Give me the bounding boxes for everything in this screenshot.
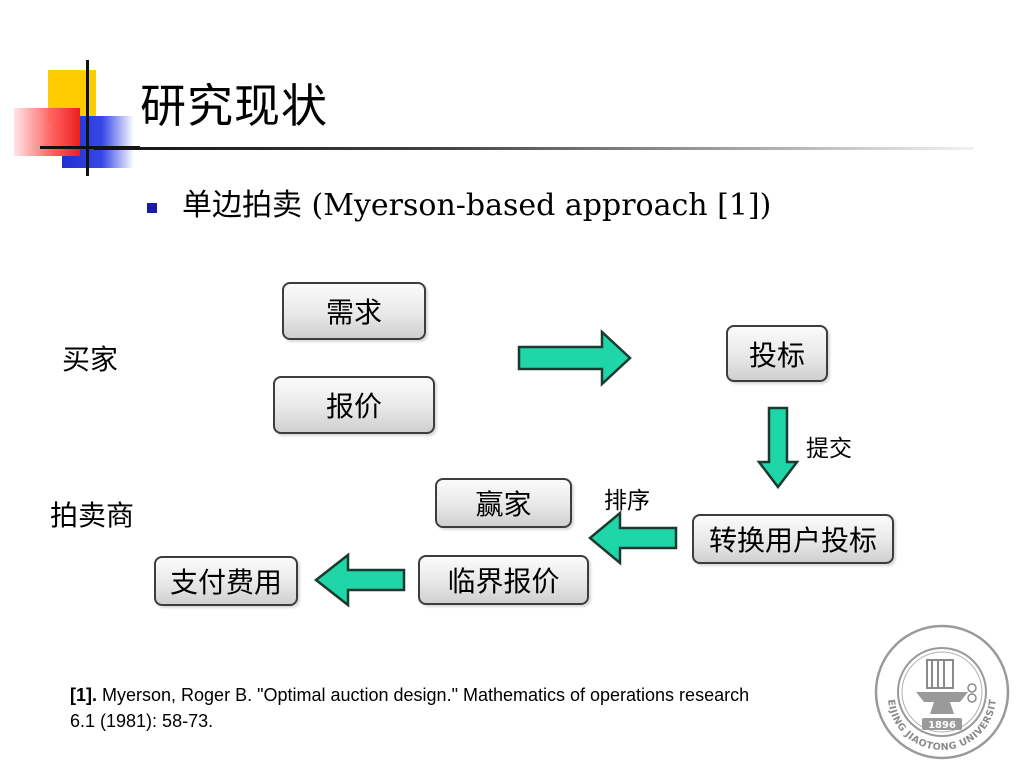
university-seal-icon: 1896 BEIJING JIAOTONG UNIVERSITY xyxy=(872,622,1010,760)
box-convert-bid: 转换用户投标 xyxy=(692,514,894,564)
arrow-left-pay xyxy=(313,552,406,608)
bullet-text: 单边拍卖 (Myerson-based approach [1]) xyxy=(182,188,772,223)
role-auctioneer-label: 拍卖商 xyxy=(50,499,135,532)
box-price: 报价 xyxy=(273,376,435,434)
logo-vertical-line xyxy=(86,60,89,176)
arrow-right xyxy=(517,329,632,387)
box-winner: 赢家 xyxy=(435,478,572,528)
edge-label-submit: 提交 xyxy=(806,436,852,462)
footnote: [1]. Myerson, Roger B. "Optimal auction … xyxy=(70,682,900,734)
logo-horizontal-line xyxy=(40,146,140,149)
role-buyer-label: 买家 xyxy=(62,343,119,376)
footnote-ref-number: [1]. xyxy=(70,685,97,705)
box-pay: 支付费用 xyxy=(154,556,298,606)
arrow-left-sort xyxy=(588,510,678,566)
edge-label-sort: 排序 xyxy=(604,488,650,514)
box-critical-price: 临界报价 xyxy=(418,555,589,605)
arrow-down xyxy=(756,406,800,490)
footnote-text-line1: Myerson, Roger B. "Optimal auction desig… xyxy=(102,685,750,705)
seal-year: 1896 xyxy=(928,720,956,731)
bullet-marker xyxy=(147,203,157,213)
slide-title: 研究现状 xyxy=(140,79,328,133)
title-underline xyxy=(94,147,974,150)
footnote-text-line2: 6.1 (1981): 58-73. xyxy=(70,711,214,731)
box-bid: 投标 xyxy=(726,325,828,382)
box-demand: 需求 xyxy=(282,282,426,340)
